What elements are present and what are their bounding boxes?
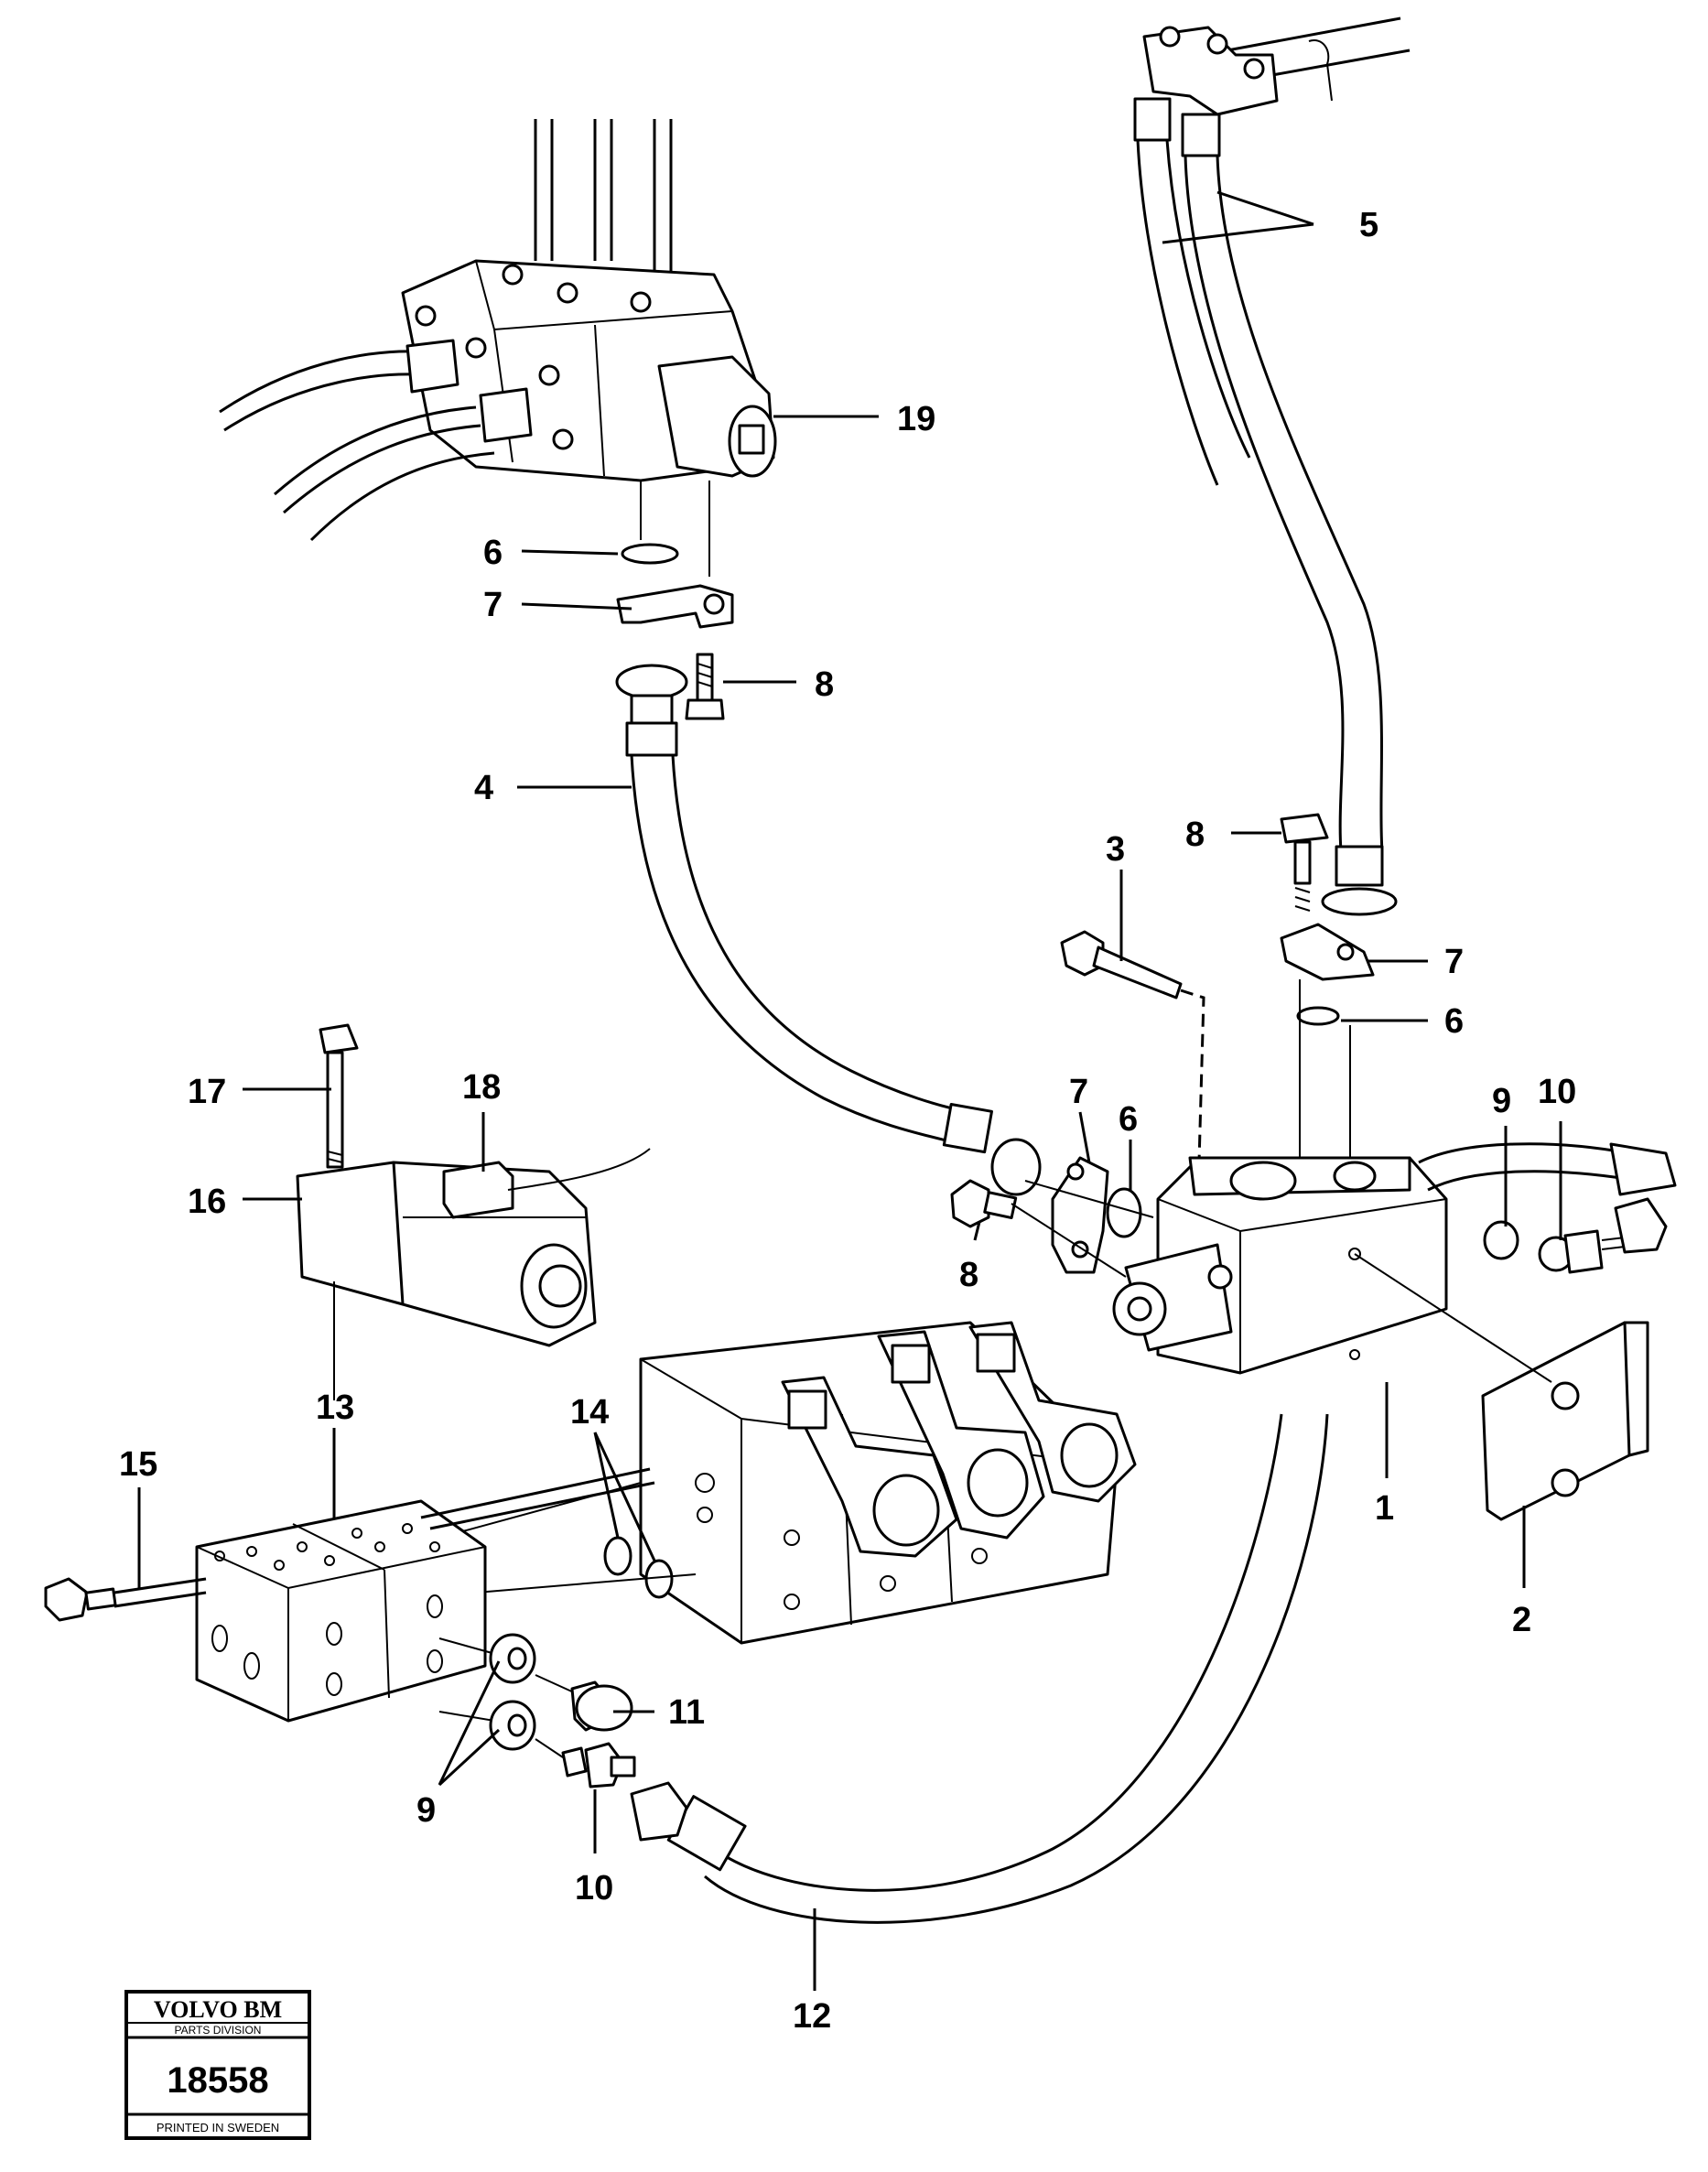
callout-10-right: 10 xyxy=(1538,1073,1576,1111)
callout-10-left: 10 xyxy=(575,1869,613,1907)
callout-5: 5 xyxy=(1359,206,1378,244)
bracket-2 xyxy=(1354,1253,1649,1521)
hose-12 xyxy=(713,1413,1283,1892)
callout-6-top: 6 xyxy=(483,534,503,572)
bolt-right xyxy=(1280,813,1329,912)
volvo-bm-stamp: VOLVO BM PARTS DIVISION 18558 PRINTED IN… xyxy=(124,1990,311,2140)
callout-8-top: 8 xyxy=(815,665,834,704)
callout-8-right: 8 xyxy=(1185,816,1205,854)
hose-4 xyxy=(630,754,962,1146)
stamp-number: 18558 xyxy=(167,2060,268,2101)
callout-4: 4 xyxy=(474,769,493,807)
callout-14: 14 xyxy=(570,1393,609,1432)
control-valve xyxy=(219,119,777,542)
callout-19: 19 xyxy=(897,400,935,438)
callout-6-right: 6 xyxy=(1444,1002,1464,1041)
callout-2: 2 xyxy=(1512,1601,1531,1639)
flange-mid xyxy=(1051,1156,1109,1274)
callout-17: 17 xyxy=(188,1073,226,1111)
callout-7-right: 7 xyxy=(1444,943,1464,981)
callout-7-top: 7 xyxy=(483,586,503,624)
callout-12: 12 xyxy=(793,1997,831,2036)
bolt-mid xyxy=(950,1179,1127,1278)
callout-leaders xyxy=(137,190,1562,1991)
bolt-17 xyxy=(319,1023,359,1169)
callout-3: 3 xyxy=(1106,830,1125,869)
tie-rod-15 xyxy=(44,1467,655,1622)
stamp-division: PARTS DIVISION xyxy=(175,2024,262,2037)
callout-16: 16 xyxy=(188,1183,226,1221)
callout-11: 11 xyxy=(668,1693,705,1732)
callout-18: 18 xyxy=(462,1068,501,1107)
stamp-brand: VOLVO BM xyxy=(154,1996,282,2023)
callout-6-mid: 6 xyxy=(1119,1100,1138,1139)
valve-bank xyxy=(639,1321,1137,1645)
solenoid-16 xyxy=(296,1148,651,1347)
callout-9-right: 9 xyxy=(1492,1082,1511,1120)
fitting-10 xyxy=(561,1742,636,1788)
callout-8-mid: 8 xyxy=(959,1256,978,1294)
main-valve-block xyxy=(1112,1156,1448,1375)
hoses-5 xyxy=(1133,16,1411,916)
callout-15: 15 xyxy=(119,1445,157,1484)
bolt-top xyxy=(685,653,725,720)
o-ring-top xyxy=(621,543,679,565)
callout-1: 1 xyxy=(1375,1489,1394,1528)
mounting-block-13 xyxy=(195,1499,487,1723)
bolt-3 xyxy=(1060,930,1205,1163)
callout-13: 13 xyxy=(316,1389,354,1427)
stamp-footer: PRINTED IN SWEDEN xyxy=(157,2121,279,2134)
callout-7-mid: 7 xyxy=(1069,1073,1088,1111)
flange-top xyxy=(616,584,734,629)
callout-labels: 19 6 7 8 4 5 8 3 7 6 7 6 8 9 10 1 2 17 1… xyxy=(119,206,1576,2036)
callout-9-left: 9 xyxy=(416,1791,436,1830)
